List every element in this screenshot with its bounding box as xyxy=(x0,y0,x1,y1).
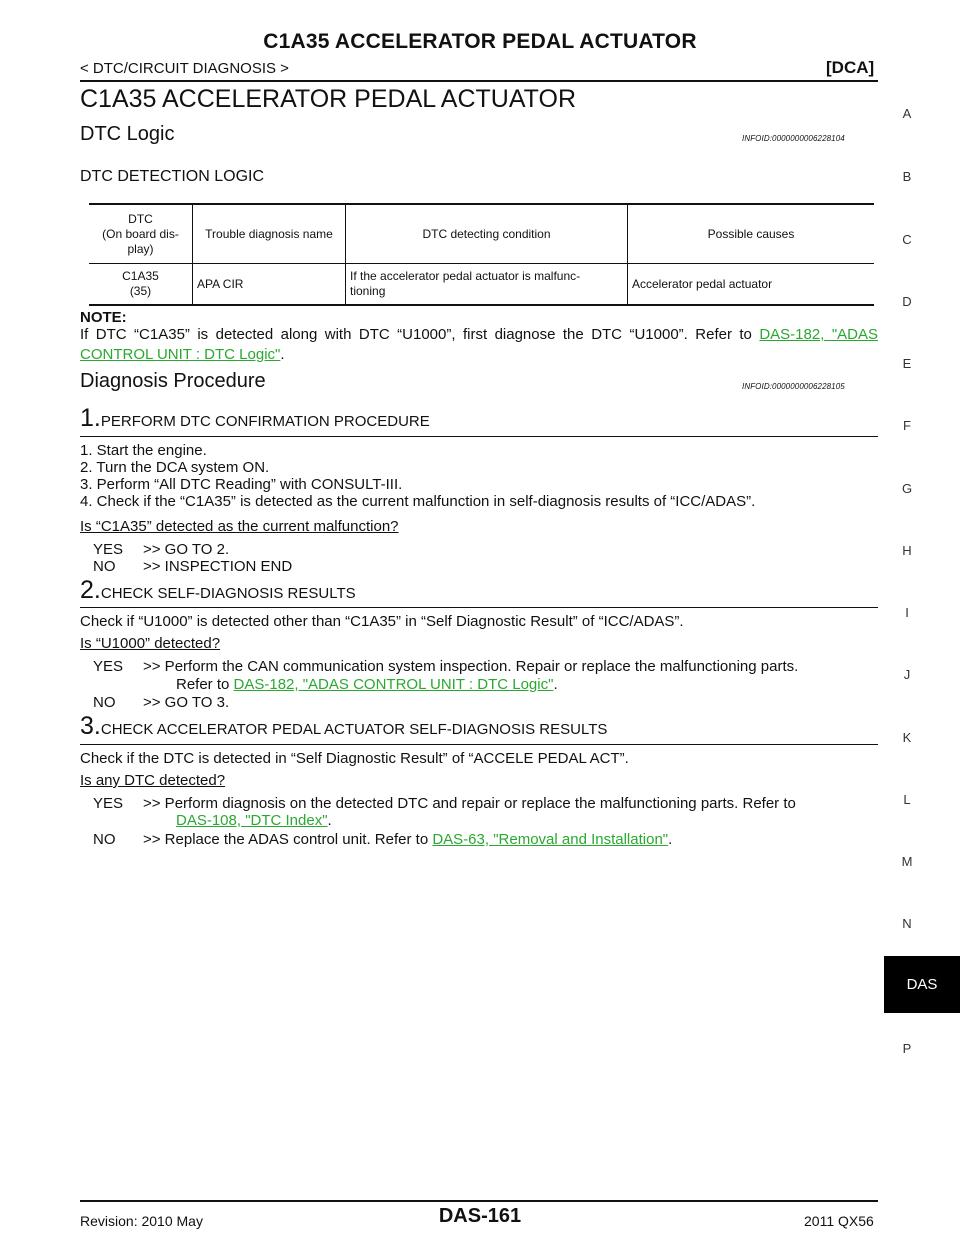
step-3-line-1: Check if the DTC is detected in “Self Di… xyxy=(80,750,629,767)
dtc-table-cell-causes: Accelerator pedal actuator xyxy=(632,276,773,291)
side-index-d[interactable]: D xyxy=(902,294,912,309)
dtc-table-header-row: DTC (On board dis- play) Trouble diagnos… xyxy=(89,203,874,264)
step-2-yes-key: YES xyxy=(93,658,124,675)
dtc-table-header-dtc: DTC (On board dis- play) xyxy=(89,205,193,263)
step-1-yes-key: YES xyxy=(93,541,124,558)
dtc-table-header-condition: DTC detecting condition xyxy=(346,205,628,263)
step-1-line-3: 3. Perform “All DTC Reading” with CONSUL… xyxy=(80,476,403,493)
step-3-link-das-108[interactable]: DAS-108, "DTC Index" xyxy=(176,812,328,829)
step-2-link-das-182[interactable]: DAS-182, "ADAS CONTROL UNIT : DTC Logic" xyxy=(233,676,554,693)
step-3-heading: 3. CHECK ACCELERATOR PEDAL ACTUATOR SELF… xyxy=(80,712,607,741)
step-2-title: CHECK SELF-DIAGNOSIS RESULTS xyxy=(100,585,356,602)
dtc-table: DTC (On board dis- play) Trouble diagnos… xyxy=(89,203,874,306)
diagnosis-procedure-infoid: INFOID:0000000006228105 xyxy=(742,382,845,391)
step-2-line-1: Check if “U1000” is detected other than … xyxy=(80,613,684,630)
step-1-line-1: 1. Start the engine. xyxy=(80,442,207,459)
step-1-number: 1. xyxy=(80,404,101,432)
side-index-e[interactable]: E xyxy=(902,356,912,371)
side-index-m[interactable]: M xyxy=(901,854,913,869)
step-3-yes-text: >> Perform diagnosis on the detected DTC… xyxy=(143,795,796,812)
dtc-table-header-causes: Possible causes xyxy=(707,226,795,241)
step-3-yes-ref: DAS-108, "DTC Index". xyxy=(176,812,332,829)
footer-model: 2011 QX56 xyxy=(804,1213,874,1229)
step-1-line-4: 4. Check if the “C1A35” is detected as t… xyxy=(80,493,756,510)
step-1-line-2: 2. Turn the DCA system ON. xyxy=(80,459,270,476)
step-2-number: 2. xyxy=(80,576,101,604)
step-1-heading: 1. PERFORM DTC CONFIRMATION PROCEDURE xyxy=(80,404,430,433)
dtc-table-cell-dtc: C1A35 (35) xyxy=(89,264,193,304)
footer-revision: Revision: 2010 May xyxy=(80,1213,203,1229)
step-2-yes-text: >> Perform the CAN communication system … xyxy=(143,658,799,675)
footer-page-number: DAS-161 xyxy=(438,1205,522,1227)
footer-rule xyxy=(80,1200,878,1202)
step-3-question: Is any DTC detected? xyxy=(80,772,226,789)
step-3-rule xyxy=(80,744,878,745)
step-3-number: 3. xyxy=(80,712,101,740)
side-index-j[interactable]: J xyxy=(903,667,911,682)
step-1-no-key: NO xyxy=(93,558,116,575)
running-header-section: < DTC/CIRCUIT DIAGNOSIS > xyxy=(80,60,289,77)
running-header-model-code: [DCA] xyxy=(826,58,875,77)
side-index-p[interactable]: P xyxy=(902,1041,912,1056)
side-index-n[interactable]: N xyxy=(902,916,912,931)
page-title: C1A35 ACCELERATOR PEDAL ACTUATOR xyxy=(80,85,576,113)
step-2-no-text: >> GO TO 3. xyxy=(143,694,230,711)
step-2-yes-ref: Refer to DAS-182, "ADAS CONTROL UNIT : D… xyxy=(176,676,558,693)
running-header-title: C1A35 ACCELERATOR PEDAL ACTUATOR xyxy=(263,30,697,53)
side-index-i[interactable]: I xyxy=(905,605,909,620)
dtc-table-cell-condition: If the accelerator pedal actuator is mal… xyxy=(346,264,628,304)
step-1-title: PERFORM DTC CONFIRMATION PROCEDURE xyxy=(100,413,430,430)
dtc-detection-logic-subheading: DTC DETECTION LOGIC xyxy=(80,168,265,185)
step-3-no-key: NO xyxy=(93,831,116,848)
step-3-no-text: >> Replace the ADAS control unit. Refer … xyxy=(143,831,673,848)
dtc-table-header-trouble-name: Trouble diagnosis name xyxy=(193,205,346,263)
step-2-question: Is “U1000” detected? xyxy=(80,635,221,652)
step-1-no-text: >> INSPECTION END xyxy=(143,558,293,575)
side-index-k[interactable]: K xyxy=(902,730,912,745)
dtc-logic-heading: DTC Logic xyxy=(80,123,175,145)
step-3-title: CHECK ACCELERATOR PEDAL ACTUATOR SELF-DI… xyxy=(100,721,608,738)
side-index-b[interactable]: B xyxy=(902,169,912,184)
dtc-table-cell-trouble-name: APA CIR xyxy=(193,264,346,304)
step-2-rule xyxy=(80,607,878,608)
step-1-rule xyxy=(80,436,878,437)
note-label: NOTE: xyxy=(80,309,127,326)
side-index-a[interactable]: A xyxy=(902,106,912,121)
side-index-c[interactable]: C xyxy=(902,232,912,247)
side-index-h[interactable]: H xyxy=(902,543,912,558)
note-text: If DTC “C1A35” is detected along with DT… xyxy=(80,326,878,363)
side-index-l[interactable]: L xyxy=(903,792,911,807)
step-3-yes-key: YES xyxy=(93,795,124,812)
step-2-no-key: NO xyxy=(93,694,116,711)
side-tab-das[interactable]: DAS xyxy=(884,956,960,1013)
table-row: C1A35 (35) APA CIR If the accelerator pe… xyxy=(89,264,874,306)
side-index-g[interactable]: G xyxy=(901,481,913,496)
step-3-link-das-63[interactable]: DAS-63, "Removal and Installation" xyxy=(432,831,669,848)
header-rule xyxy=(80,80,878,82)
dtc-logic-infoid: INFOID:0000000006228104 xyxy=(742,134,845,143)
note-link-das-182[interactable]: DAS-182, "ADAS CONTROL UNIT : DTC Logic" xyxy=(80,326,878,363)
diagnosis-procedure-heading: Diagnosis Procedure xyxy=(80,370,266,392)
step-1-question: Is “C1A35” detected as the current malfu… xyxy=(80,518,399,535)
step-1-yes-text: >> GO TO 2. xyxy=(143,541,230,558)
side-index-f[interactable]: F xyxy=(903,418,911,433)
step-2-heading: 2. CHECK SELF-DIAGNOSIS RESULTS xyxy=(80,576,356,605)
